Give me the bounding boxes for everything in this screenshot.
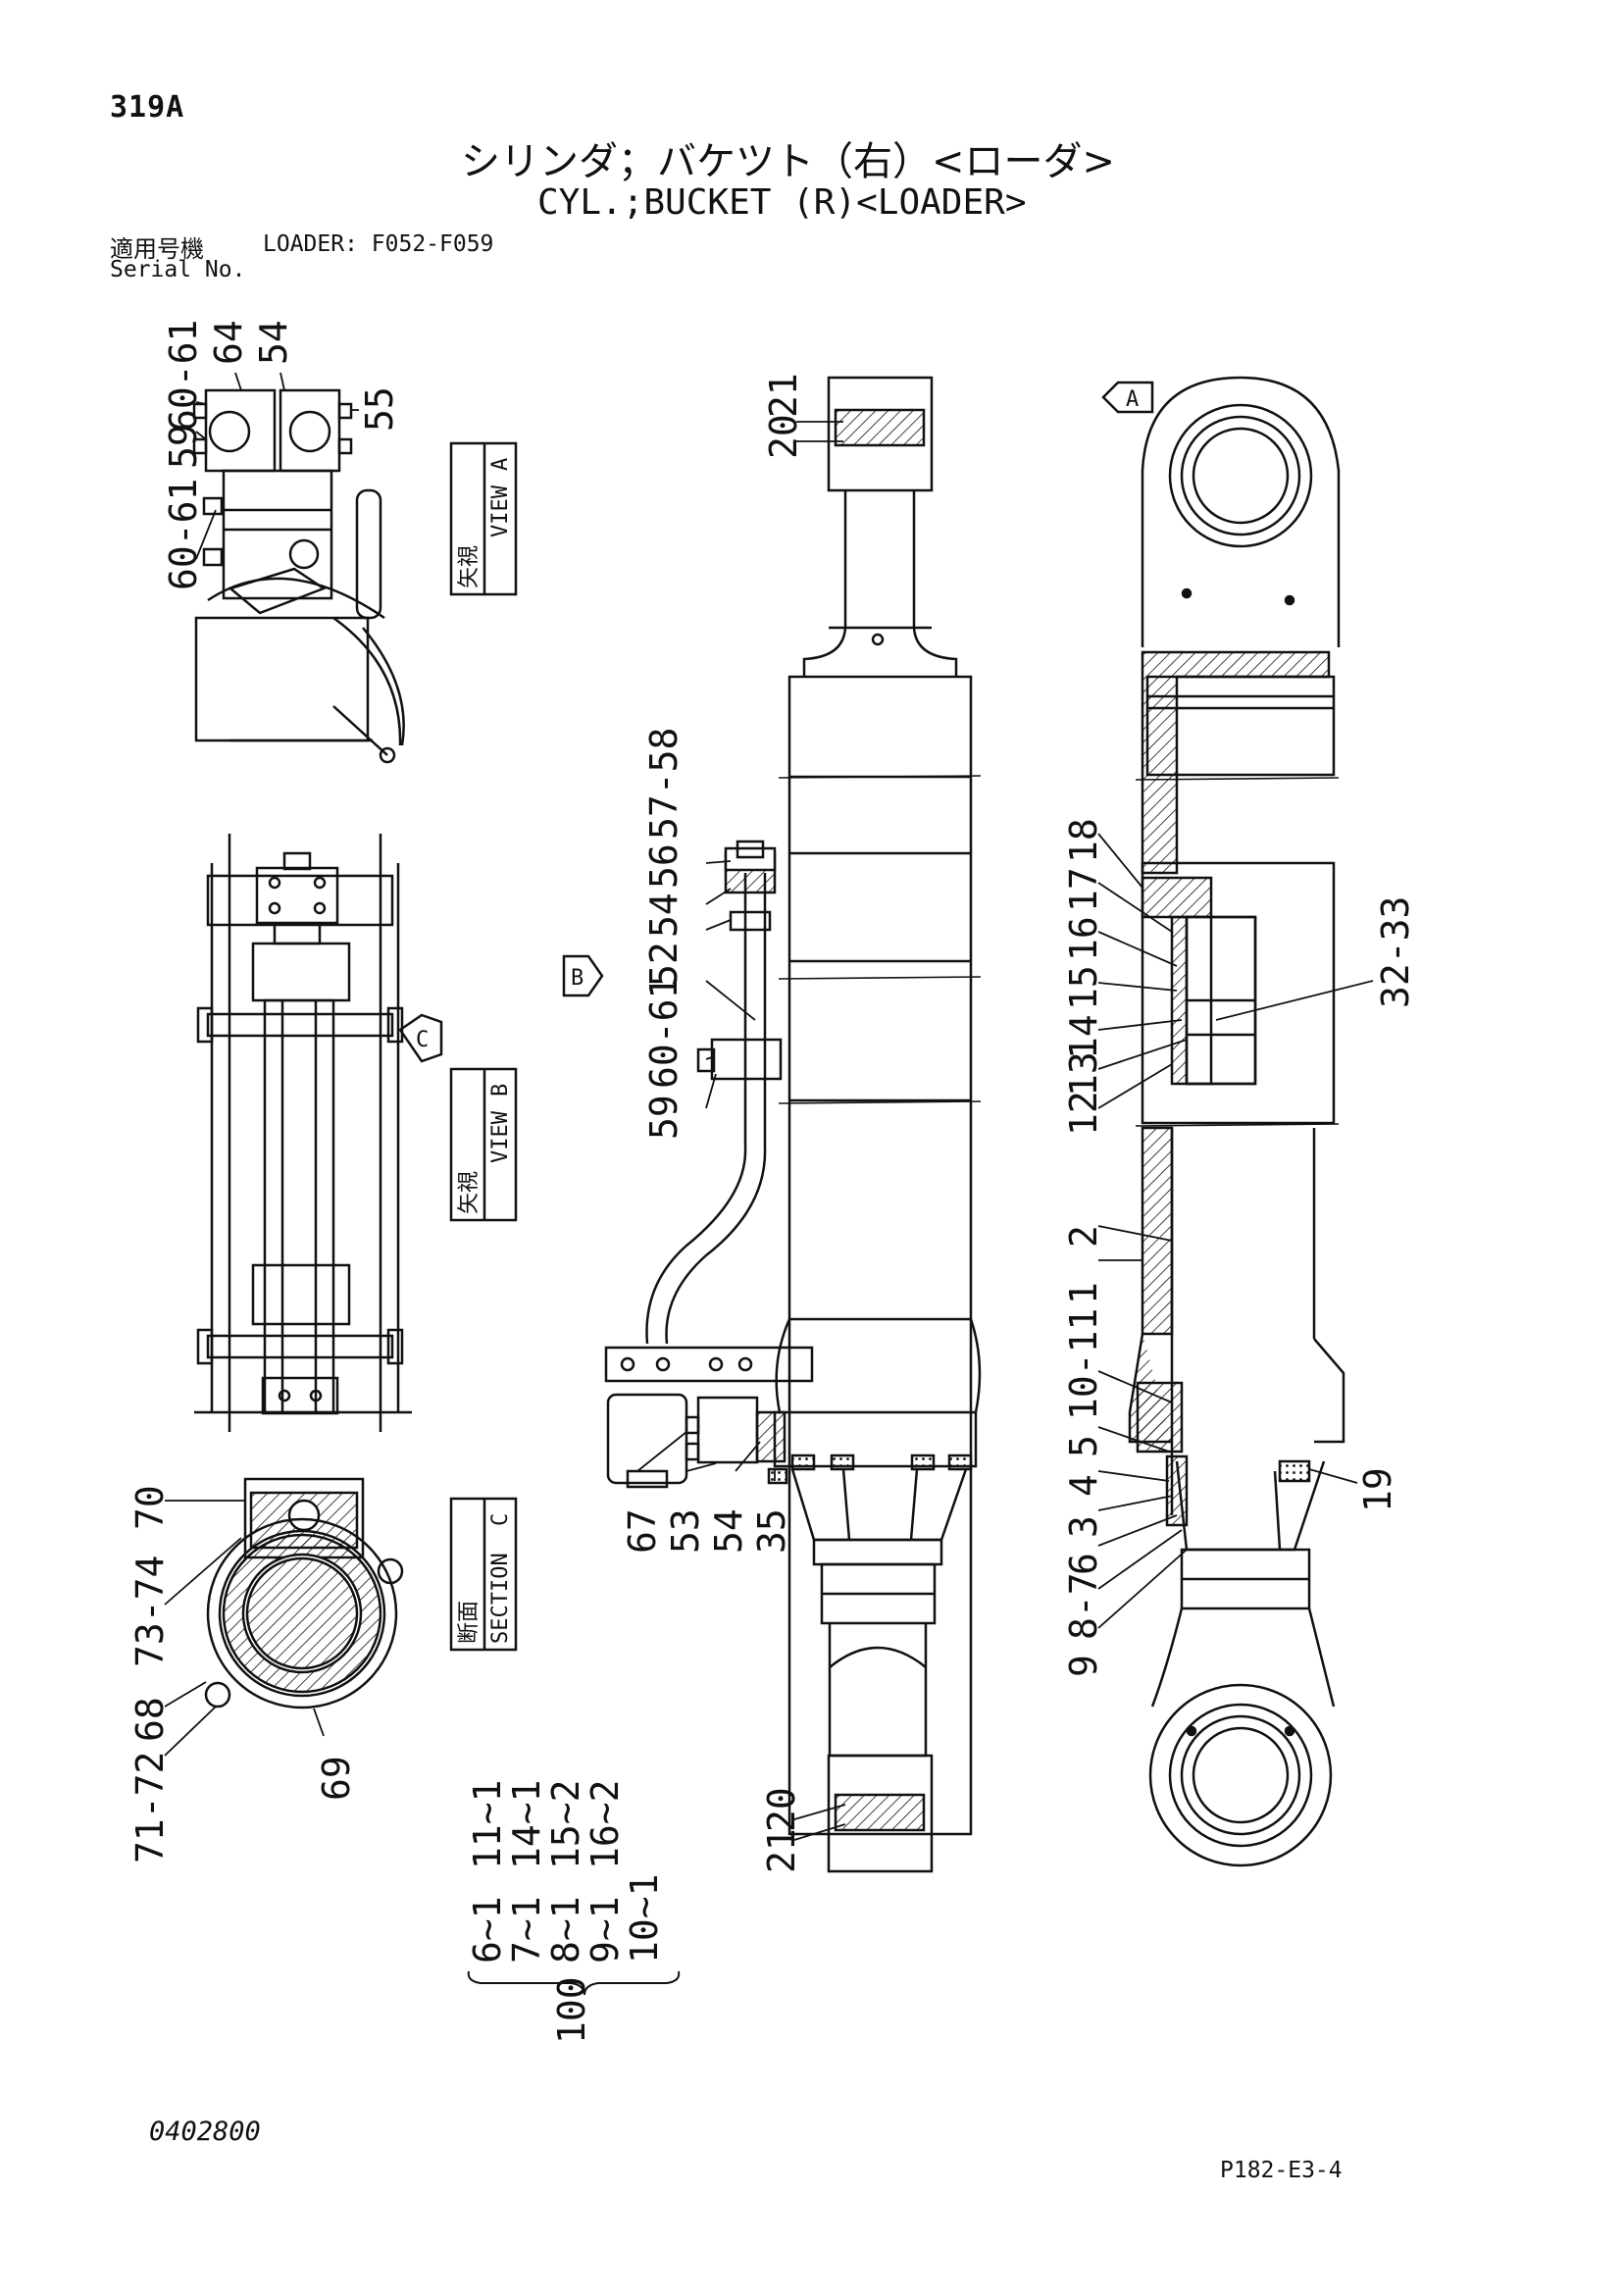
callout-59-a: 59 — [162, 424, 205, 469]
callout-60-61-c: 60-61 — [642, 977, 685, 1089]
section-c-letter: C — [488, 1513, 513, 1526]
cylinder-section-drawing — [1128, 376, 1345, 1867]
arrow-c-letter: C — [416, 1028, 429, 1052]
arrow-a: A — [1101, 381, 1154, 414]
callout-32-33: 32-33 — [1374, 896, 1417, 1008]
callout-68: 68 — [128, 1697, 172, 1742]
section-c-leaders — [164, 1500, 325, 1757]
callout-67: 67 — [621, 1508, 664, 1554]
kit-8: 8~1 — [544, 1896, 587, 1964]
cylinder-callouts: 20 21 57-58 56 54 52 60-61 59 67 53 54 3… — [621, 373, 805, 1873]
callout-54-b: 54 — [642, 893, 685, 938]
callout-3: 3 — [1062, 1515, 1105, 1538]
callout-12: 12 — [1062, 1091, 1105, 1136]
callout-19: 19 — [1356, 1467, 1399, 1512]
callout-13: 13 — [1062, 1051, 1105, 1097]
view-a-drawing — [192, 388, 405, 764]
callout-54-c: 54 — [707, 1508, 750, 1554]
callout-16: 16 — [1062, 916, 1105, 961]
view-a-en: VIEW — [488, 485, 513, 537]
page-number: 319A — [110, 90, 185, 125]
callout-2: 2 — [1062, 1225, 1105, 1248]
callout-57-58: 57-58 — [642, 728, 685, 840]
kit-14: 14~1 — [505, 1779, 548, 1869]
kit-9: 9~1 — [584, 1896, 627, 1964]
callout-69: 69 — [315, 1756, 358, 1801]
view-b-drawing — [194, 834, 412, 1432]
callout-73-74: 73-74 — [128, 1556, 172, 1667]
kit-brace — [467, 1970, 681, 1996]
callout-21-bottom: 21 — [760, 1828, 803, 1873]
view-b-label-box: 矢視 VIEW B — [449, 1067, 518, 1222]
view-b-jp: 矢視 — [457, 1171, 482, 1214]
document-code: 0402800 — [149, 2117, 261, 2147]
kit-6: 6~1 — [466, 1896, 509, 1964]
callout-53: 53 — [664, 1508, 707, 1554]
callout-21-top: 21 — [762, 373, 805, 418]
callout-5: 5 — [1062, 1435, 1105, 1457]
callout-1: 1 — [1062, 1282, 1105, 1304]
kit-16: 16~2 — [584, 1779, 627, 1869]
section-c-label-box: 断面 SECTION C — [449, 1497, 518, 1652]
section-c-jp: 断面 — [457, 1601, 482, 1644]
cylinder-external-drawing — [604, 376, 982, 1873]
kit-block: 6~1 11~1 7~1 14~1 8~1 15~2 9~1 16~2 10~1… — [466, 1779, 666, 2044]
callout-17: 17 — [1062, 867, 1105, 912]
callout-15: 15 — [1062, 965, 1105, 1010]
title-english: CYL.;BUCKET (R)<LOADER> — [537, 182, 1027, 223]
callout-35: 35 — [750, 1508, 793, 1554]
section-c-en: SECTION — [488, 1553, 513, 1644]
callout-71-72: 71-72 — [128, 1752, 172, 1863]
section-leaders — [1097, 833, 1374, 1629]
view-b-en: VIEW — [488, 1110, 513, 1163]
arrow-a-letter: A — [1126, 387, 1139, 412]
callout-70: 70 — [128, 1485, 172, 1530]
view-b-letter: B — [488, 1084, 513, 1097]
callout-52: 52 — [642, 942, 685, 987]
section-callouts: 18 17 16 15 14 13 12 32-33 2 1 10-11 5 4… — [1062, 818, 1417, 1677]
serial-label-english: Serial No. — [110, 257, 246, 282]
cylinder-leaders — [636, 421, 846, 1841]
callout-6: 6 — [1062, 1553, 1105, 1575]
callout-4: 4 — [1062, 1474, 1105, 1497]
serial-label-japanese: 適用号機 — [110, 235, 204, 263]
callout-8-7: 8-7 — [1062, 1572, 1105, 1640]
callout-55: 55 — [358, 386, 401, 432]
title-japanese: シリンダ；バケツト（右）<ローダ> — [461, 139, 1116, 184]
callout-54-a: 54 — [252, 320, 295, 365]
section-c-drawing — [204, 1477, 404, 1709]
callout-10-11: 10-11 — [1062, 1308, 1105, 1420]
view-a-callouts: 60-61 59 60-61 64 54 55 — [162, 320, 401, 590]
kit-7: 7~1 — [505, 1896, 548, 1964]
view-a-label-box: 矢視 VIEW A — [449, 441, 518, 596]
callout-18: 18 — [1062, 818, 1105, 863]
arrow-b: B — [562, 954, 604, 997]
view-a-jp: 矢視 — [457, 545, 482, 588]
kit-10: 10~1 — [623, 1873, 666, 1964]
callout-59-c: 59 — [642, 1095, 685, 1140]
callout-20-top: 20 — [762, 414, 805, 459]
kit-15: 15~2 — [544, 1779, 587, 1869]
kit-11: 11~1 — [466, 1779, 509, 1869]
section-c-callouts: 70 73-74 68 71-72 69 — [128, 1485, 358, 1863]
serial-range: LOADER: F052-F059 — [263, 231, 494, 257]
callout-60-61-b: 60-61 — [162, 479, 205, 590]
callout-20-bottom: 20 — [760, 1787, 803, 1832]
figure-reference: P182-E3-4 — [1220, 2158, 1343, 2183]
view-a-letter: A — [488, 458, 513, 471]
callout-9: 9 — [1062, 1655, 1105, 1677]
arrow-c: C — [398, 1013, 443, 1063]
callout-60-61-a: 60-61 — [162, 320, 205, 432]
callout-64: 64 — [207, 320, 250, 365]
callout-14: 14 — [1062, 1014, 1105, 1059]
arrow-b-letter: B — [571, 966, 584, 991]
callout-56: 56 — [642, 843, 685, 889]
view-a-leaders — [195, 372, 359, 560]
